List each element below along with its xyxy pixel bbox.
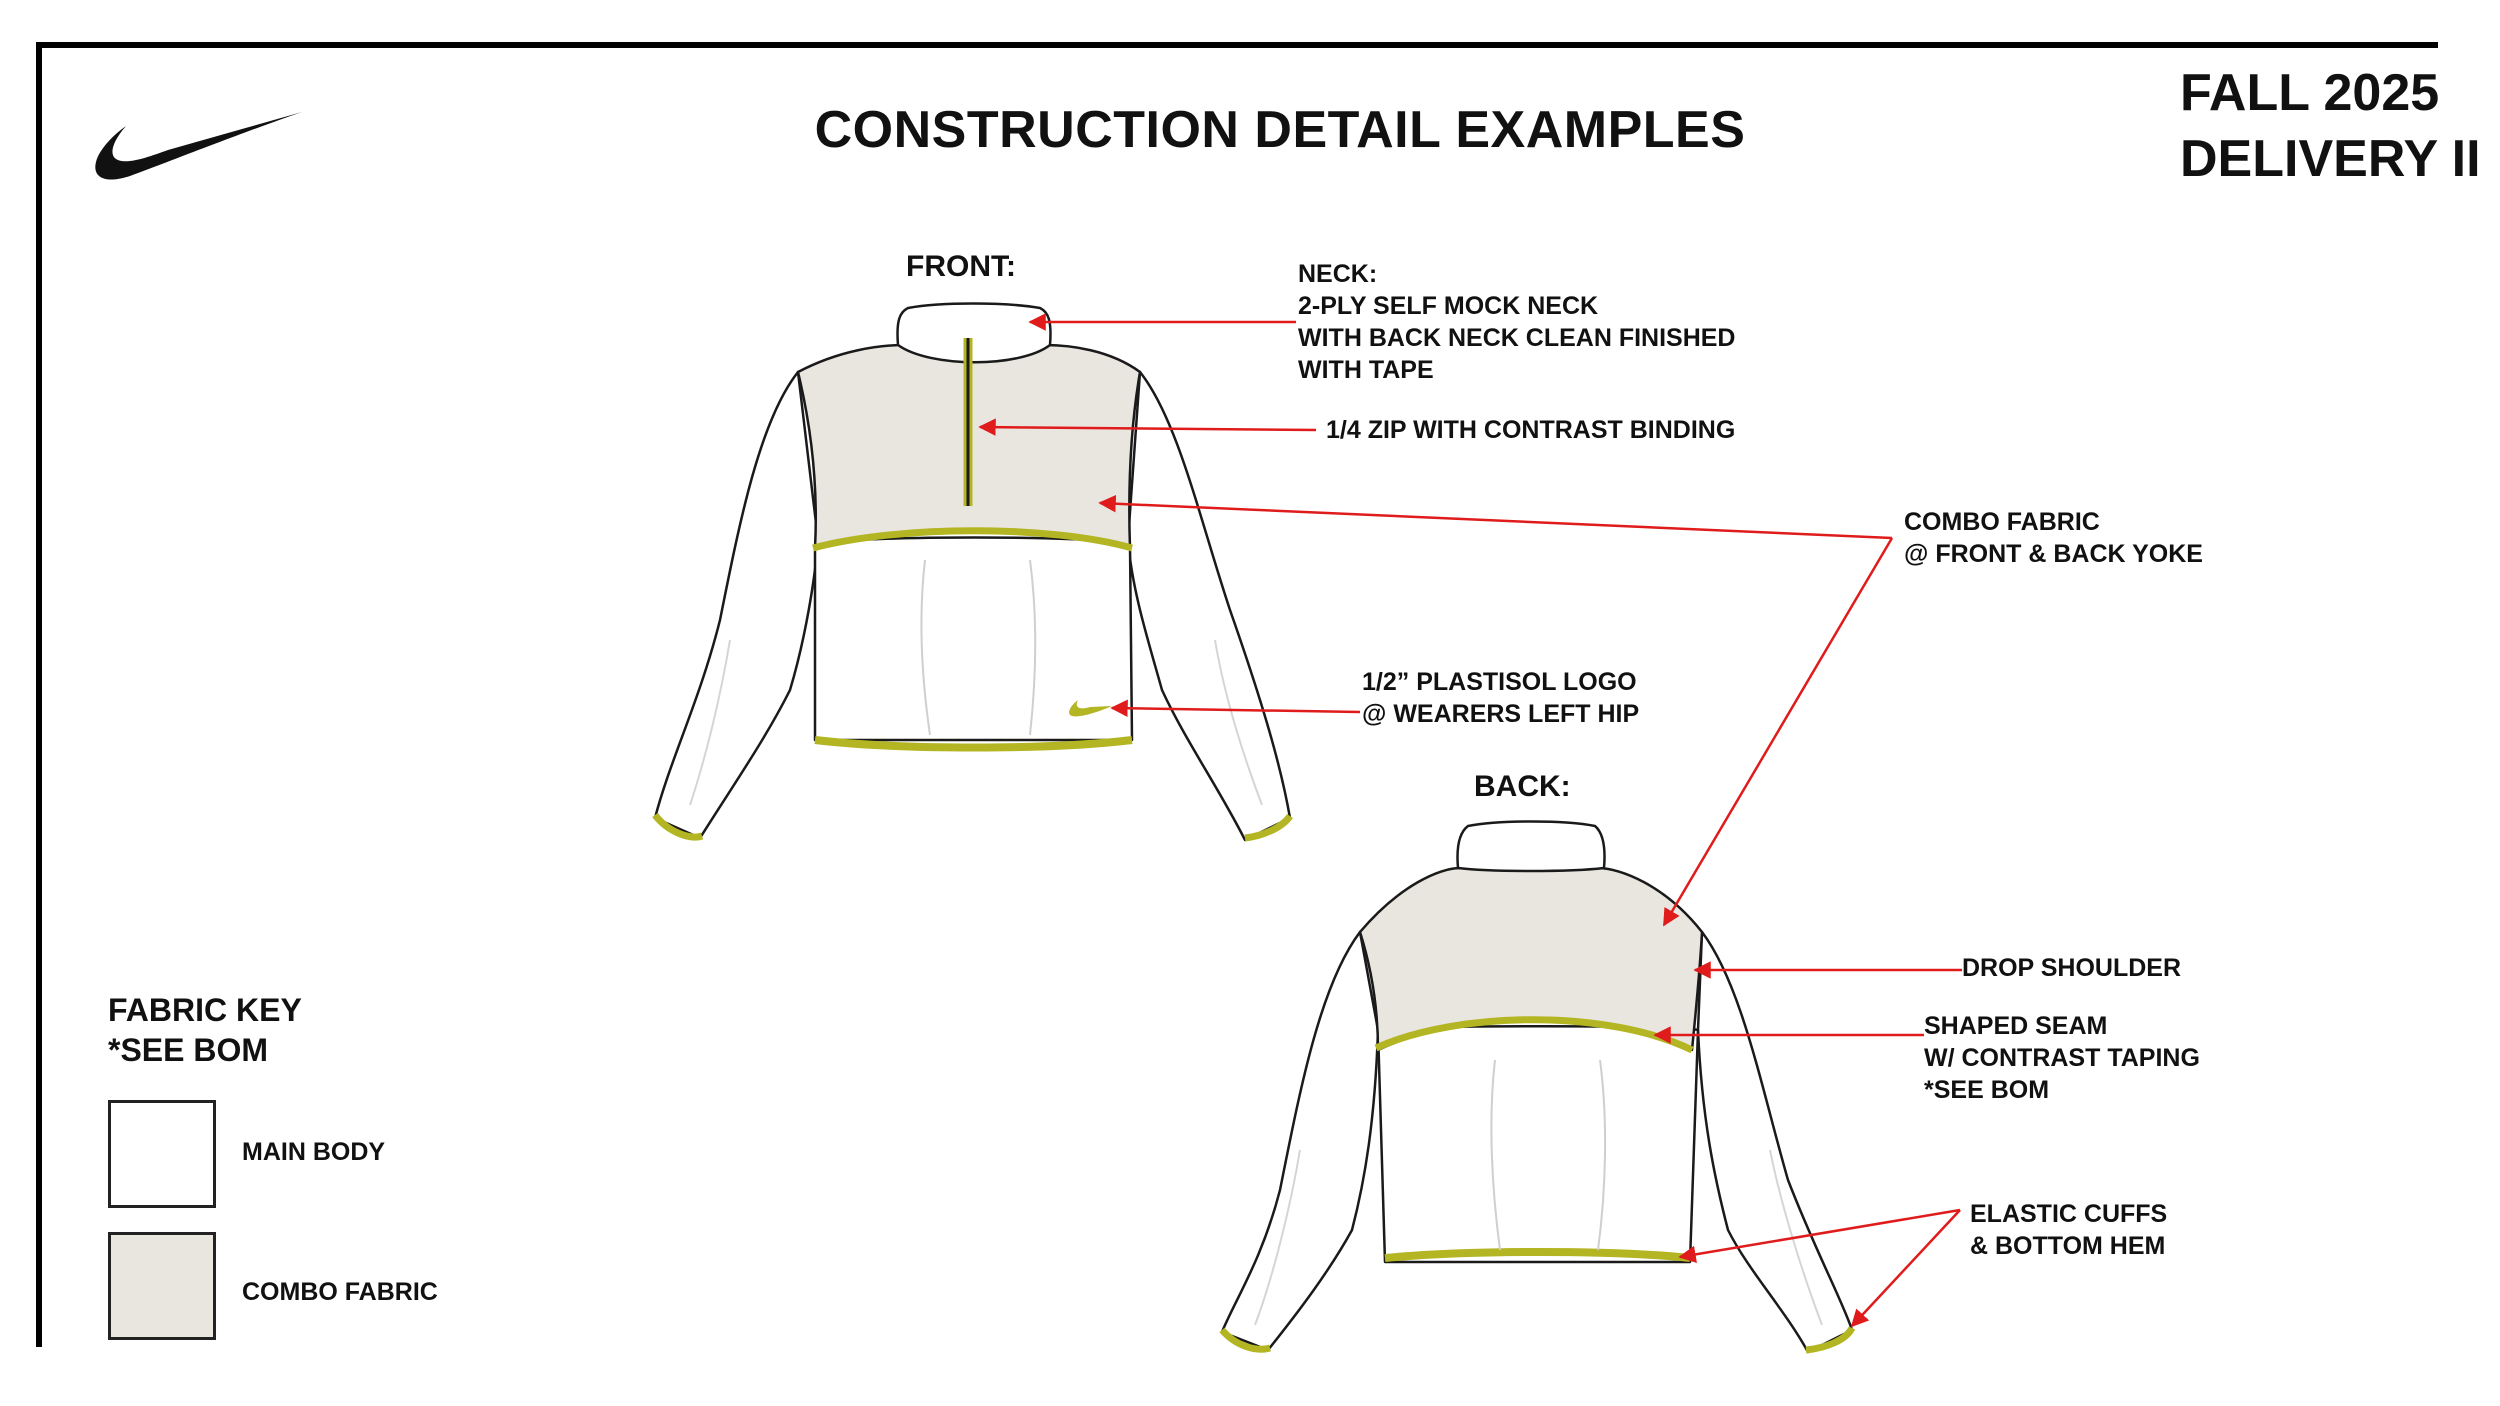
back-view-label: BACK: <box>1474 770 1571 803</box>
combo-front-arrow <box>1098 494 1893 540</box>
zip-arrow <box>978 418 1317 436</box>
elastic-hem-arrow <box>1678 1208 1961 1264</box>
callout-neck: NECK: 2-PLY SELF MOCK NECK WITH BACK NEC… <box>1298 258 1736 386</box>
front-hem <box>814 736 1133 752</box>
callout-combo-line-1: COMBO FABRIC <box>1904 508 2100 536</box>
callout-neck-line-1: NECK: <box>1298 260 1378 288</box>
fabric-key-title-line-2: *SEE BOM <box>108 1032 269 1068</box>
combo-back-arrow <box>1662 537 1894 927</box>
callout-combo-line-2: @ FRONT & BACK YOKE <box>1904 540 2203 568</box>
elastic-cuff-arrow <box>1850 1209 1961 1328</box>
callout-neck-line-2: 2-PLY SELF MOCK NECK <box>1298 292 1599 320</box>
back-right-cuff <box>1805 1326 1856 1354</box>
callout-drop-shoulder: DROP SHOULDER <box>1962 954 2182 982</box>
fabric-key-title: FABRIC KEY *SEE BOM <box>108 990 302 1070</box>
callout-elastic-line-2: & BOTTOM HEM <box>1970 1232 2166 1260</box>
swatch-combo-fabric <box>108 1232 216 1340</box>
page-title: CONSTRUCTION DETAIL EXAMPLES <box>814 101 1746 159</box>
callout-logo: 1/2” PLASTISOL LOGO @ WEARERS LEFT HIP <box>1362 666 1639 730</box>
back-right-sleeve <box>1696 930 1854 1354</box>
back-body <box>1376 1025 1700 1264</box>
back-hem <box>1384 1248 1691 1262</box>
swatch-main-body-label: MAIN BODY <box>242 1138 386 1166</box>
swoosh-logo <box>95 112 302 180</box>
back-left-sleeve <box>1220 930 1380 1352</box>
callout-shaped-seam-line-3: *SEE BOM <box>1924 1076 2050 1104</box>
callout-elastic-line-1: ELASTIC CUFFS <box>1970 1200 2168 1228</box>
front-mock-neck <box>896 302 1052 364</box>
front-jacket <box>652 302 1293 842</box>
fabric-key-title-line-1: FABRIC KEY <box>108 992 302 1028</box>
front-right-cuff <box>1244 813 1293 842</box>
callout-combo: COMBO FABRIC @ FRONT & BACK YOKE <box>1904 506 2203 570</box>
callout-shaped-seam-line-2: W/ CONTRAST TAPING <box>1924 1044 2200 1072</box>
callout-shaped-seam: SHAPED SEAM W/ CONTRAST TAPING *SEE BOM <box>1924 1010 2200 1106</box>
back-jacket <box>1219 820 1856 1354</box>
season-line-2: DELIVERY II <box>2180 130 2481 188</box>
swatch-main-body <box>108 1100 216 1208</box>
season-label: FALL 2025 DELIVERY II <box>2180 60 2481 192</box>
callout-zip: 1/4 ZIP WITH CONTRAST BINDING <box>1326 416 1736 444</box>
callout-logo-line-1: 1/2” PLASTISOL LOGO <box>1362 668 1637 696</box>
season-line-1: FALL 2025 <box>2180 64 2440 122</box>
back-left-cuff <box>1219 1327 1271 1353</box>
page-frame-left <box>36 42 42 1347</box>
page-frame-top <box>38 42 2438 48</box>
callout-elastic: ELASTIC CUFFS & BOTTOM HEM <box>1970 1198 2167 1262</box>
front-yoke-seam <box>812 527 1133 552</box>
callout-logo-line-2: @ WEARERS LEFT HIP <box>1362 700 1640 728</box>
callout-neck-line-4: WITH TAPE <box>1298 356 1434 384</box>
back-mock-neck <box>1456 820 1606 873</box>
swatch-combo-fabric-label: COMBO FABRIC <box>242 1278 438 1306</box>
logo-arrow <box>1110 699 1361 718</box>
callout-arrows <box>978 313 1962 1328</box>
callout-neck-line-3: WITH BACK NECK CLEAN FINISHED <box>1298 324 1736 352</box>
front-left-cuff <box>652 812 704 841</box>
front-right-sleeve <box>1126 370 1292 842</box>
front-view-label: FRONT: <box>906 250 1016 283</box>
front-left-sleeve <box>653 370 820 840</box>
callout-shaped-seam-line-1: SHAPED SEAM <box>1924 1012 2108 1040</box>
front-hip-logo <box>1069 700 1112 717</box>
